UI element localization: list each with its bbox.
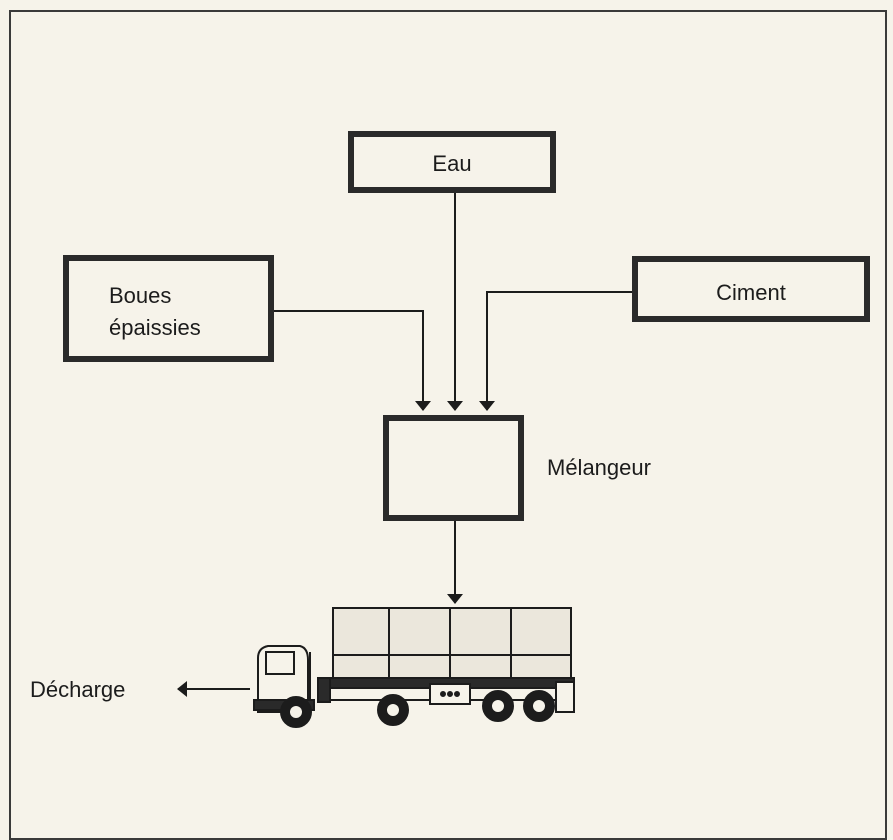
node-ciment: Ciment [632, 256, 870, 322]
arrow-ciment-to-melangeur [479, 291, 632, 411]
node-melangeur [383, 415, 524, 521]
node-boues-label-line1: Boues [109, 283, 172, 308]
node-melangeur-label: Mélangeur [547, 455, 651, 480]
node-boues-label-line2: épaissies [109, 315, 201, 340]
node-decharge-label: Décharge [30, 677, 126, 702]
truck-icon [253, 607, 575, 728]
node-ciment-label: Ciment [716, 280, 786, 305]
node-eau: Eau [348, 131, 556, 193]
arrow-boues-to-melangeur [273, 310, 431, 411]
node-eau-label: Eau [432, 151, 472, 176]
node-boues-epaissies: Boues épaissies [63, 255, 274, 362]
